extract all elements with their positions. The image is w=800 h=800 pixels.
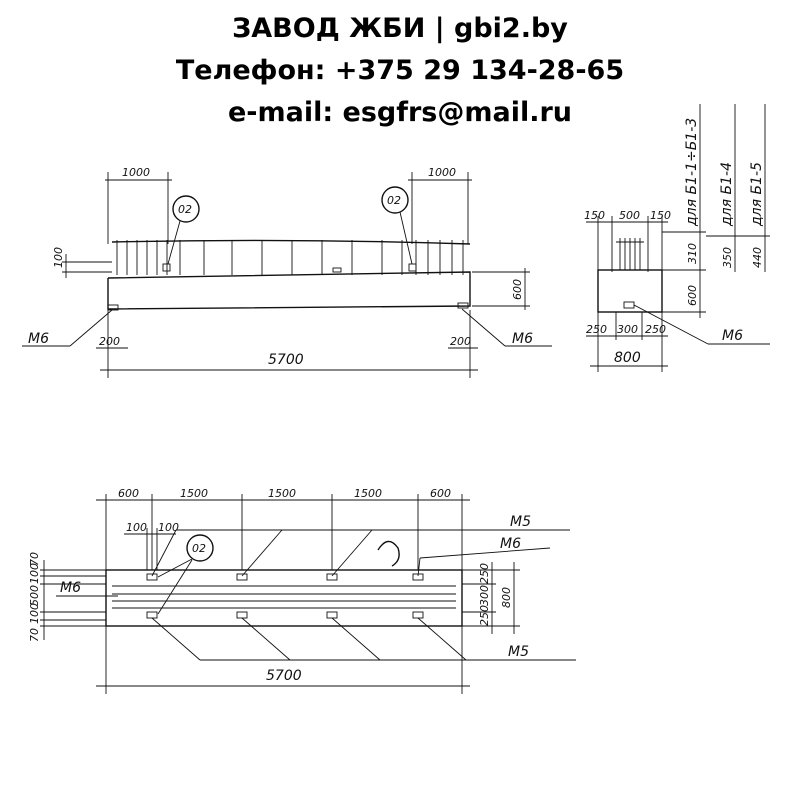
- plan-label-m6-right: М6: [500, 536, 521, 552]
- support-left: [107, 304, 119, 311]
- note-b1-5: для Б1-5: [749, 162, 765, 227]
- plan-dim-1500-b: 1500: [268, 487, 296, 500]
- plan-label-m5-bottom: М5: [508, 644, 529, 660]
- dim-310: 310: [686, 243, 699, 264]
- plan-dim-5700: 5700: [266, 668, 302, 684]
- plan-dim-250-bottom: 250: [478, 605, 491, 626]
- note-b1-4: для Б1-4: [719, 162, 735, 227]
- email-line: e-mail: esgfrs@mail.ru: [227, 97, 573, 128]
- callout-right: 02: [387, 194, 401, 207]
- top-rebar: [111, 239, 471, 245]
- dim-440: 440: [751, 247, 764, 268]
- plan-dim-100-a: 100: [126, 521, 147, 534]
- plan-body: [105, 569, 463, 627]
- dim-250-left: 250: [586, 323, 607, 336]
- plan-dim-600-left: 600: [118, 487, 139, 500]
- support-right: [457, 302, 469, 309]
- dim-500: 500: [619, 209, 640, 222]
- dim-1000-left: 1000: [122, 166, 150, 179]
- plan-dim-1500-c: 1500: [354, 487, 382, 500]
- plan-label-m6-left: М6: [60, 580, 81, 596]
- dim-100: 100: [52, 247, 65, 268]
- section-label-m6: М6: [722, 328, 743, 344]
- elevation-view: 02 02 1000 1000 100 600 М6 М6: [22, 166, 552, 378]
- plan-dim-250-top: 250: [478, 563, 491, 584]
- dim-300-section: 300: [617, 323, 638, 336]
- dim-200-left: 200: [99, 335, 120, 348]
- dim-600-right: 600: [511, 279, 524, 300]
- plan-loop: [377, 540, 400, 567]
- plan-dim-1500-a: 1500: [180, 487, 208, 500]
- plan-dim-100-left: 100: [28, 563, 41, 584]
- plan-dim-100-left2: 100: [28, 603, 41, 624]
- plan-inserts: [146, 573, 424, 619]
- stirrups: [116, 240, 464, 275]
- dim-5700-elevation: 5700: [268, 352, 304, 368]
- phone-line: Телефон: +375 29 134-28-65: [175, 55, 625, 86]
- callout-left: 02: [178, 203, 192, 216]
- plan-rebar: [112, 585, 456, 609]
- lifting-loop-left: [162, 263, 171, 272]
- dim-1000-right: 1000: [428, 166, 456, 179]
- section-body: [597, 269, 663, 313]
- plan-dim-800: 800: [500, 587, 513, 608]
- dim-350: 350: [721, 247, 734, 268]
- section-rebar: [611, 232, 649, 272]
- plan-dim-600-right: 600: [430, 487, 451, 500]
- dim-800-section: 800: [614, 350, 641, 366]
- plan-label-m5-top: М5: [510, 514, 531, 530]
- section-insert: [623, 301, 635, 309]
- plan-callout: 02: [192, 542, 206, 555]
- plan-callout-circle: [186, 534, 214, 562]
- contact-header: ЗАВОД ЖБИ | gbi2.by Телефон: +375 29 134…: [0, 8, 800, 134]
- note-b1-1-3: для Б1-1÷Б1-3: [684, 118, 700, 227]
- plan-dim-300: 300: [478, 585, 491, 606]
- dim-200-right: 200: [450, 335, 471, 348]
- dim-600-section: 600: [686, 285, 699, 306]
- plan-dim-100-b: 100: [158, 521, 179, 534]
- label-m6-left: М6: [28, 331, 49, 347]
- callout-left-circle: [172, 195, 200, 223]
- plan-dim-70-top: 70: [28, 552, 41, 566]
- mid-insert: [332, 267, 342, 273]
- beam-body: [107, 271, 471, 310]
- plan-dim-500-left: 500: [28, 585, 41, 606]
- label-m6-right: М6: [512, 331, 533, 347]
- lifting-loop-right: [408, 263, 417, 272]
- cross-section: 150 500 150 310 600 350 440 для Б1-1÷Б1-…: [584, 104, 770, 372]
- dim-150-left: 150: [584, 209, 605, 222]
- dim-250-right: 250: [645, 323, 666, 336]
- dim-150-right: 150: [650, 209, 671, 222]
- callout-right-circle: [381, 186, 409, 214]
- company-title: ЗАВОД ЖБИ | gbi2.by: [232, 13, 568, 44]
- plan-view: 02 600 1500 1500 1500 600 100 100 М5 М6: [28, 487, 576, 694]
- plan-dim-70-bottom: 70: [28, 628, 41, 642]
